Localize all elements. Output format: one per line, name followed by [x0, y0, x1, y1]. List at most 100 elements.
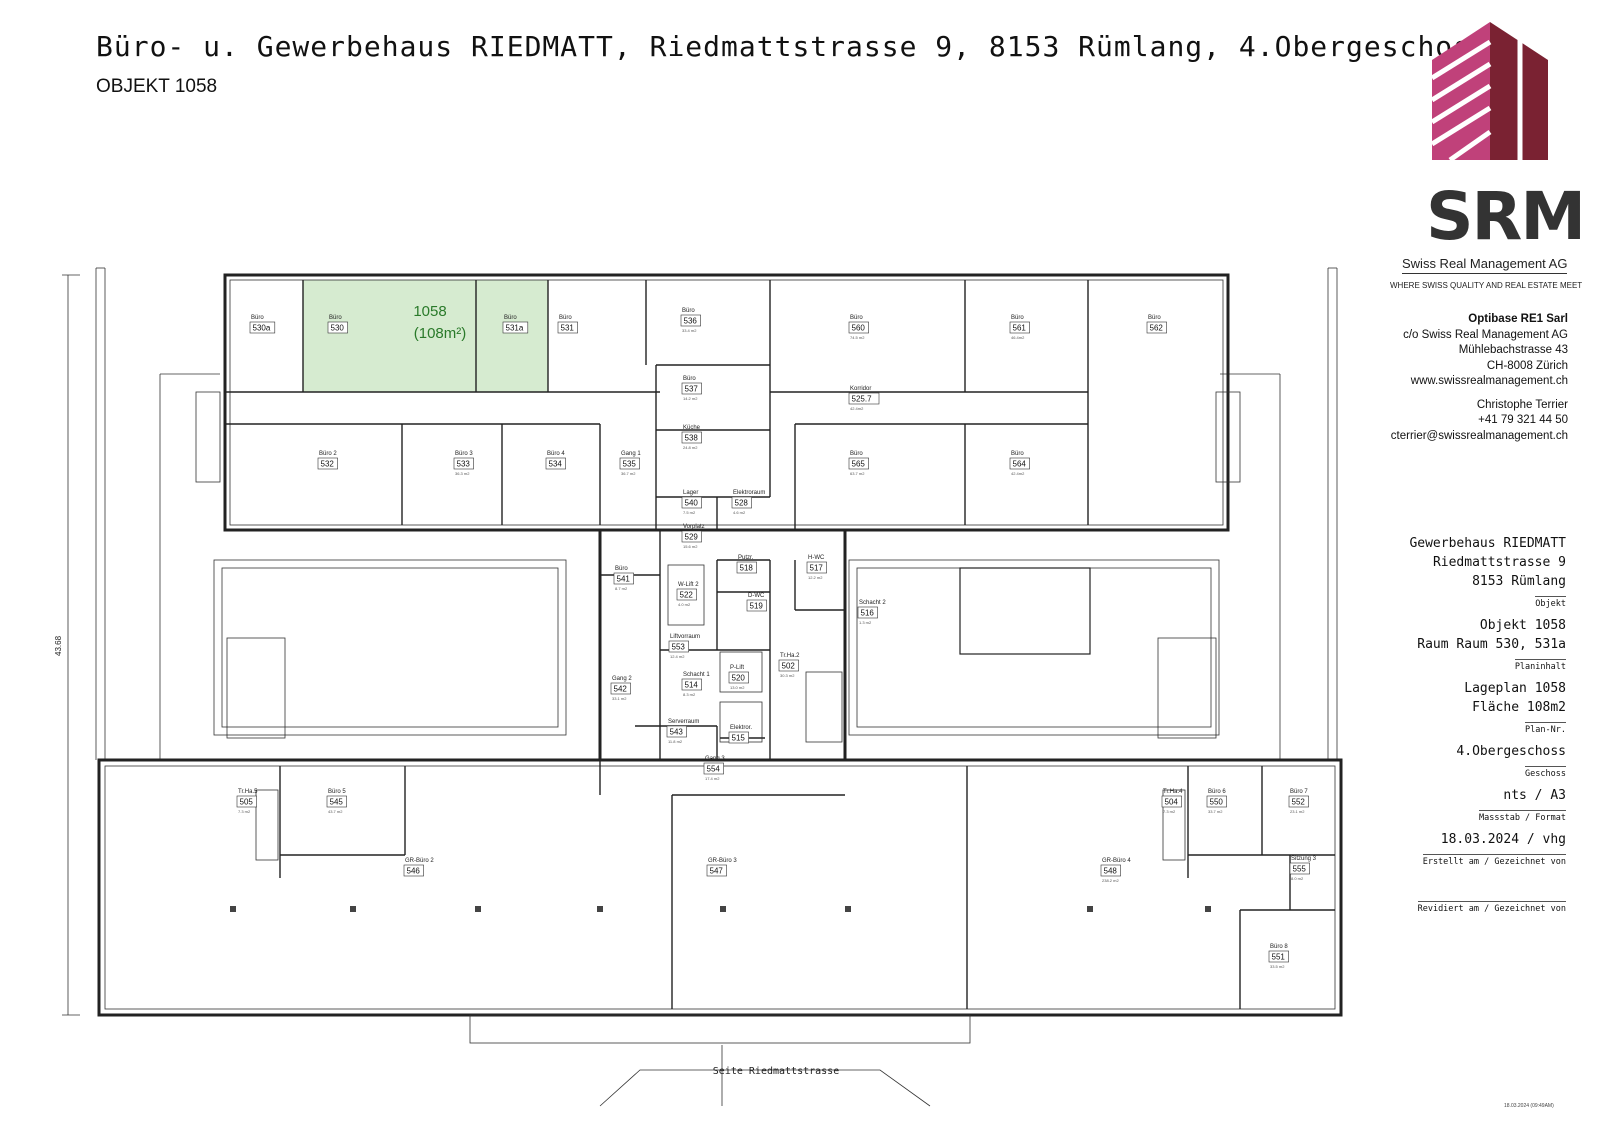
- room-label: Elektror.: [730, 725, 752, 731]
- contact-block: Optibase RE1 Sarl c/o Swiss Real Managem…: [1391, 312, 1568, 444]
- room-label: Büro: [251, 315, 264, 321]
- contact-email[interactable]: cterrier@swissrealmanagement.ch: [1390, 429, 1568, 442]
- room-number: 517: [810, 564, 824, 573]
- room-label: Sitzung 3: [1291, 856, 1317, 862]
- room-number: 550: [1210, 798, 1224, 807]
- room-number: 547: [710, 867, 724, 876]
- column-marker: [597, 906, 603, 912]
- tb-content-line: Objekt 1058: [1479, 618, 1566, 633]
- contact-web[interactable]: www.swissrealmanagement.ch: [1410, 375, 1568, 387]
- room-area: 30.3 m2: [780, 673, 795, 678]
- column-marker: [350, 906, 356, 912]
- column-marker: [1205, 906, 1211, 912]
- site-outline: [95, 267, 1338, 1107]
- highlight-room-531a[interactable]: [476, 280, 548, 392]
- room-number: 505: [240, 798, 254, 807]
- room-label: Büro: [504, 315, 517, 321]
- room-area: 42.4m2: [1011, 471, 1025, 476]
- room-number-box: [731, 496, 752, 509]
- room-number-box: [619, 457, 640, 470]
- room-number: 529: [685, 533, 699, 542]
- dimension-value: 43.68: [54, 635, 63, 656]
- room-number-box: [1009, 457, 1030, 470]
- room-number-box: [681, 496, 702, 509]
- room-number-box: [1268, 950, 1289, 963]
- room-number: 545: [330, 798, 344, 807]
- room-number: 522: [680, 591, 694, 600]
- room-label: Büro: [1011, 451, 1024, 457]
- room-label: Büro: [1148, 315, 1161, 321]
- column-marker: [720, 906, 726, 912]
- room-label: Büro 4: [547, 451, 565, 457]
- room-number: 532: [321, 460, 335, 469]
- room-number: 528: [735, 499, 749, 508]
- room-number: 520: [732, 674, 746, 683]
- room-label: Serverraum: [668, 719, 699, 725]
- room-518[interactable]: Putzr.518: [736, 555, 757, 574]
- highlight-room-530[interactable]: [303, 280, 476, 392]
- room-number: 536: [684, 317, 698, 326]
- room-label: Büro: [850, 315, 863, 321]
- room-number-box: [1288, 795, 1309, 808]
- room-number-box: [249, 321, 276, 334]
- room-number: 552: [1292, 798, 1306, 807]
- room-number-box: [326, 795, 347, 808]
- room-number: 543: [670, 728, 684, 737]
- street-label: Seite Riedmattstrasse: [713, 1066, 839, 1077]
- room-area: 33.1 m2: [612, 696, 627, 701]
- room-number-box: [668, 640, 689, 653]
- tb-object-line: Riedmattstrasse 9: [1432, 555, 1566, 570]
- room-515[interactable]: Elektror.515: [728, 725, 752, 744]
- room-number-box: [728, 731, 749, 744]
- room-area: 23.1 m2: [1290, 809, 1305, 814]
- room-area: 33.4 m2: [682, 328, 697, 333]
- tb-content-line: Raum Raum 530, 531a: [1417, 637, 1566, 652]
- room-number-box: [666, 725, 687, 738]
- room-label: Gang 1: [621, 451, 641, 457]
- column-marker: [845, 906, 851, 912]
- contact-phone[interactable]: +41 79 321 44 50: [1478, 414, 1568, 426]
